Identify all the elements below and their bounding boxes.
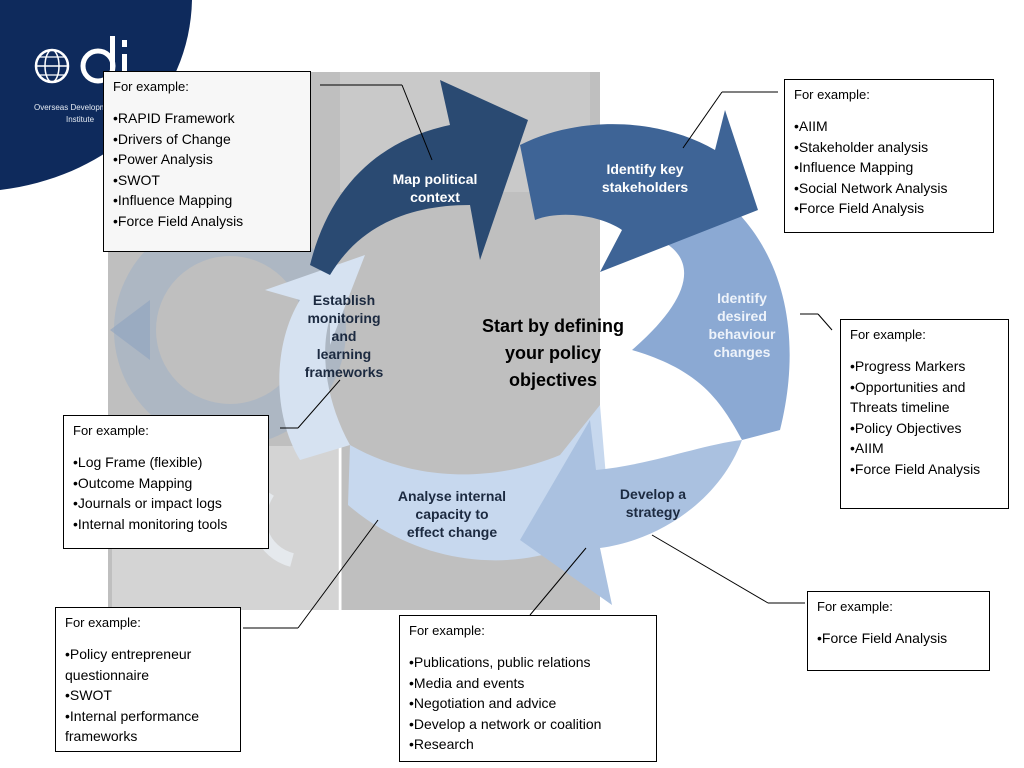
- step-line: desired: [717, 308, 767, 324]
- connector-stakeholders-diag: [682, 91, 723, 149]
- example-item: Opportunities and Threats timeline: [850, 377, 999, 418]
- center-policy-objectives: Start by defining your policy objectives: [458, 313, 648, 394]
- step-line: context: [410, 189, 460, 205]
- step-establish-monitoring: Establish monitoring and learning framew…: [290, 291, 398, 381]
- arrow-monitoring: [265, 255, 365, 460]
- example-item: Develop a network or coalition: [409, 714, 647, 735]
- connector-communication: [529, 547, 587, 616]
- connector-strategy: [651, 534, 769, 604]
- example-item: AIIM: [794, 116, 984, 137]
- step-line: capacity to: [415, 506, 489, 522]
- step-line: strategy: [625, 504, 681, 520]
- step-line: learning: [316, 346, 372, 362]
- example-item: SWOT: [65, 685, 231, 706]
- example-item: Force Field Analysis: [817, 628, 980, 649]
- example-item: Policy entrepreneur questionnaire: [65, 644, 231, 685]
- example-list: Publications, public relations Media and…: [409, 652, 647, 755]
- example-item: Internal monitoring tools: [73, 514, 259, 535]
- example-item: Log Frame (flexible): [73, 452, 259, 473]
- step-analyse-internal-capacity: Analyse internal capacity to effect chan…: [382, 487, 522, 541]
- step-line: and: [331, 328, 357, 344]
- connector-map-diag: [401, 84, 433, 161]
- step-line: effect change: [406, 524, 498, 540]
- example-box-monitoring: For example: Log Frame (flexible) Outcom…: [63, 415, 269, 549]
- step-line: behaviour: [708, 326, 776, 342]
- logo-subtitle-line2: Institute: [66, 115, 95, 124]
- connector-monitoring-diag: [297, 379, 341, 429]
- step-map-political-context: Map political context: [370, 170, 500, 206]
- watermark-cycle-arrowhead: [110, 300, 150, 360]
- example-item: Outcome Mapping: [73, 473, 259, 494]
- example-box-strategy: For example: Force Field Analysis: [807, 591, 990, 671]
- odi-globe-icon: [34, 48, 70, 84]
- example-list: Log Frame (flexible) Outcome Mapping Jou…: [73, 452, 259, 534]
- example-item: Power Analysis: [113, 149, 301, 170]
- example-list: RAPID Framework Drivers of Change Power …: [113, 108, 301, 231]
- center-line: your policy: [504, 343, 602, 363]
- step-identify-key-stakeholders: Identify key stakeholders: [580, 160, 710, 196]
- arrow-strategy: [520, 420, 742, 605]
- center-line: Start by defining: [481, 316, 624, 336]
- example-item: Stakeholder analysis: [794, 137, 984, 158]
- example-item: AIIM: [850, 438, 999, 459]
- example-item: Publications, public relations: [409, 652, 647, 673]
- step-line: Map political: [392, 171, 478, 187]
- connector-behaviour-diag: [817, 313, 833, 331]
- example-item: Policy Objectives: [850, 418, 999, 439]
- step-line: Identify: [717, 290, 767, 306]
- step-line: Develop a: [619, 486, 687, 502]
- example-item: Social Network Analysis: [794, 178, 984, 199]
- example-item: Media and events: [409, 673, 647, 694]
- example-list: Progress Markers Opportunities and Threa…: [850, 356, 999, 479]
- arrow-stakeholders: [520, 110, 758, 272]
- example-item: Journals or impact logs: [73, 493, 259, 514]
- example-item: Drivers of Change: [113, 129, 301, 150]
- odi-letters: [80, 36, 127, 84]
- step-line: frameworks: [304, 364, 384, 380]
- step-line: Identify key: [606, 161, 684, 177]
- logo-subtitle-line1: Overseas Development: [34, 103, 118, 112]
- example-item: Research: [409, 734, 647, 755]
- example-item: Internal performance frameworks: [65, 706, 231, 747]
- step-develop-strategy: Develop a strategy: [598, 485, 708, 521]
- center-line: objectives: [508, 370, 598, 390]
- example-heading: For example:: [817, 599, 893, 614]
- arrow-behaviour: [632, 215, 790, 440]
- example-heading: For example:: [409, 623, 485, 638]
- example-item: Force Field Analysis: [794, 198, 984, 219]
- step-line: stakeholders: [601, 179, 689, 195]
- example-heading: For example:: [65, 615, 141, 630]
- step-line: monitoring: [307, 310, 381, 326]
- example-box-stakeholders: For example: AIIM Stakeholder analysis I…: [784, 79, 994, 233]
- example-item: Progress Markers: [850, 356, 999, 377]
- example-box-behaviour: For example: Progress Markers Opportunit…: [840, 319, 1009, 509]
- example-heading: For example:: [73, 423, 149, 438]
- example-list: Policy entrepreneur questionnaire SWOT I…: [65, 644, 231, 747]
- example-item: Influence Mapping: [113, 190, 301, 211]
- connector-capacity-diag: [297, 519, 379, 629]
- example-item: Force Field Analysis: [850, 459, 999, 480]
- step-line: Analyse internal: [397, 488, 507, 504]
- example-heading: For example:: [113, 79, 189, 94]
- example-item: Negotiation and advice: [409, 693, 647, 714]
- step-line: changes: [713, 344, 771, 360]
- example-heading: For example:: [850, 327, 926, 342]
- example-list: AIIM Stakeholder analysis Influence Mapp…: [794, 116, 984, 219]
- example-heading: For example:: [794, 87, 870, 102]
- logo-corner-background: [0, 0, 192, 190]
- example-item: Influence Mapping: [794, 157, 984, 178]
- example-box-capacity: For example: Policy entrepreneur questio…: [55, 607, 241, 752]
- example-box-map: For example: RAPID Framework Drivers of …: [103, 71, 311, 252]
- example-list: Force Field Analysis: [817, 628, 980, 649]
- arrow-map-political: [310, 80, 528, 275]
- example-box-communication: For example: Publications, public relati…: [399, 615, 657, 762]
- example-item: SWOT: [113, 170, 301, 191]
- step-identify-desired-behaviour-changes: Identify desired behaviour changes: [692, 289, 792, 361]
- example-item: Force Field Analysis: [113, 211, 301, 232]
- step-line: Establish: [312, 292, 376, 308]
- example-item: RAPID Framework: [113, 108, 301, 129]
